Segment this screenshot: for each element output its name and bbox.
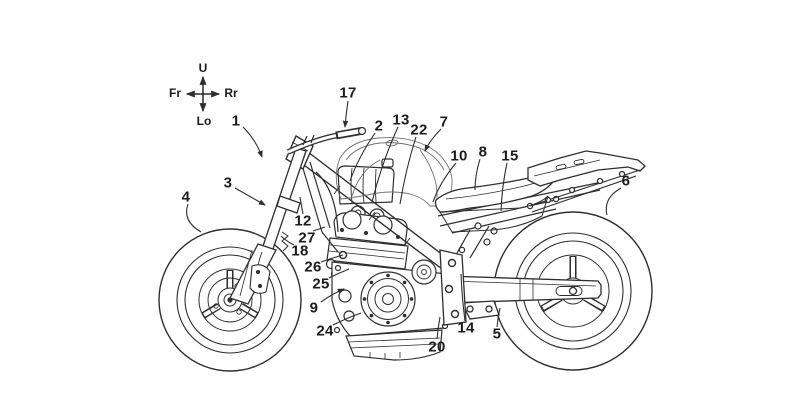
compass-front-label: Fr: [169, 86, 181, 100]
compass-up-label: U: [198, 61, 208, 75]
leader-24: [332, 312, 362, 326]
leader-25: [328, 268, 350, 279]
leader-13: [371, 126, 399, 203]
callout-1: 1: [231, 112, 241, 130]
leader-20: [436, 316, 441, 340]
compass-down-label: Lo: [196, 114, 212, 128]
callout-12: 12: [294, 212, 312, 230]
leader-1: [242, 126, 263, 158]
leader-26: [320, 254, 344, 263]
leader-27: [312, 226, 326, 232]
callout-14: 14: [457, 319, 475, 337]
callout-10: 10: [450, 147, 468, 165]
handlebar: [286, 126, 367, 155]
callout-27: 27: [298, 229, 316, 247]
callout-17: 17: [339, 84, 357, 102]
compass-rear-label: Rr: [224, 86, 238, 100]
leader-6: [605, 187, 622, 216]
callout-2: 2: [374, 117, 384, 135]
callout-9: 9: [309, 299, 319, 317]
callout-24: 24: [316, 322, 334, 340]
callout-4: 4: [181, 188, 191, 206]
callout-7: 7: [439, 113, 449, 131]
leader-lines: [186, 100, 622, 340]
leader-10: [432, 162, 457, 203]
leader-14: [460, 273, 466, 322]
leader-15: [500, 162, 508, 212]
leader-8: [474, 158, 481, 191]
leader-18: [280, 235, 295, 246]
main-frame: [285, 134, 467, 326]
callout-6: 6: [621, 172, 631, 190]
callout-8: 8: [478, 143, 488, 161]
leader-9: [320, 288, 345, 303]
leader-5: [496, 307, 501, 328]
leader-2: [349, 132, 376, 182]
callout-22: 22: [410, 121, 428, 139]
callout-18: 18: [291, 242, 309, 260]
callout-3: 3: [223, 174, 233, 192]
callout-25: 25: [312, 275, 330, 293]
front-fork: [229, 147, 307, 305]
leader-12: [299, 196, 304, 215]
leader-22: [399, 136, 417, 205]
leader-3: [234, 187, 266, 206]
leader-17: [342, 100, 349, 128]
callout-26: 26: [304, 258, 322, 276]
compass-arrows: [185, 75, 221, 113]
callout-5: 5: [492, 325, 502, 343]
leader-7: [424, 128, 442, 152]
callout-20: 20: [428, 338, 446, 356]
callout-15: 15: [501, 147, 519, 165]
swingarm: [445, 275, 602, 320]
callout-13: 13: [392, 111, 410, 129]
leader-4: [186, 203, 202, 233]
front-wheel: [158, 228, 302, 372]
